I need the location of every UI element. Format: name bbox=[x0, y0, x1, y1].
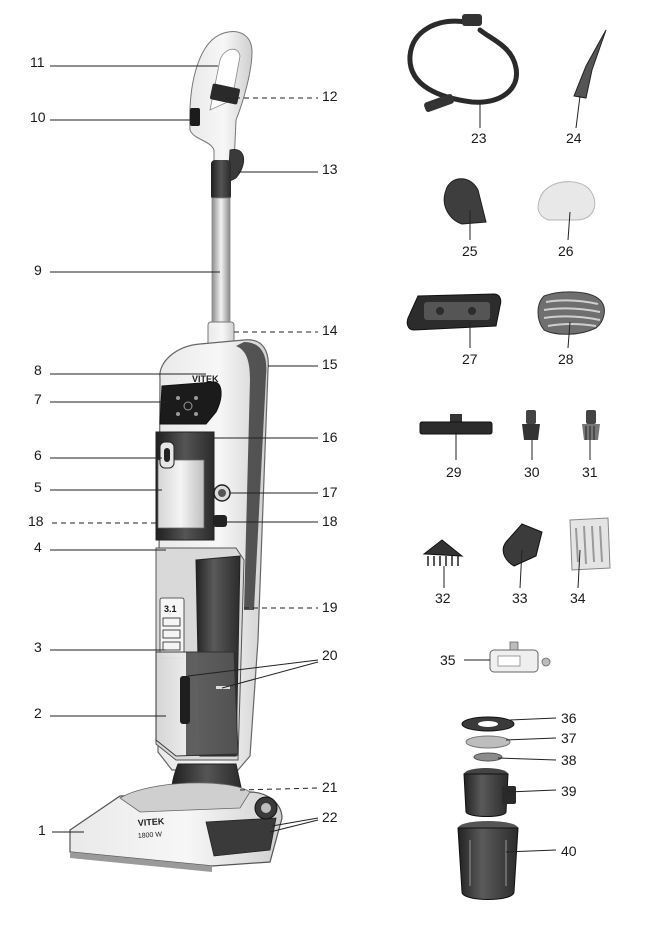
label-8: 8 bbox=[34, 362, 42, 378]
label-11: 11 bbox=[30, 54, 45, 70]
filter-discs bbox=[461, 716, 515, 762]
label-36: 36 bbox=[561, 710, 577, 726]
steam-hose bbox=[407, 14, 519, 112]
label-19: 19 bbox=[322, 599, 338, 615]
jet-nozzle bbox=[573, 29, 607, 99]
label-22: 22 bbox=[322, 809, 338, 825]
label-14: 14 bbox=[322, 322, 338, 338]
label-32: 32 bbox=[435, 590, 451, 606]
label-40: 40 bbox=[561, 843, 577, 859]
leader-lines bbox=[50, 65, 591, 853]
filter-holder bbox=[463, 768, 516, 817]
cloth-cover bbox=[537, 181, 596, 221]
label-12: 12 bbox=[322, 88, 338, 104]
label-38: 38 bbox=[561, 752, 577, 768]
label-25: 25 bbox=[462, 243, 478, 259]
label-35: 35 bbox=[440, 652, 456, 668]
label-17: 17 bbox=[322, 484, 338, 500]
filter-bag bbox=[569, 517, 611, 571]
latch-button bbox=[213, 515, 227, 527]
label-23: 23 bbox=[471, 130, 487, 146]
display-readout: 3.1 bbox=[164, 604, 177, 614]
water-tank bbox=[157, 459, 205, 529]
label-24: 24 bbox=[566, 130, 582, 146]
label-27: 27 bbox=[462, 351, 478, 367]
dust-container bbox=[457, 821, 519, 900]
label-3: 3 bbox=[34, 639, 42, 655]
label-26: 26 bbox=[558, 243, 574, 259]
label-28: 28 bbox=[558, 351, 574, 367]
label-34: 34 bbox=[570, 590, 586, 606]
label-29: 29 bbox=[446, 464, 462, 480]
steam-mop-illustration: VITEK 3.1 VITEK 1800 W bbox=[69, 31, 283, 872]
label-5: 5 bbox=[34, 479, 42, 495]
label-18-left: 18 bbox=[28, 513, 44, 529]
label-18: 18 bbox=[322, 513, 338, 529]
label-16: 16 bbox=[322, 429, 338, 445]
label-9: 9 bbox=[34, 262, 42, 278]
label-10: 10 bbox=[30, 109, 46, 125]
cord-hook bbox=[227, 149, 244, 183]
label-37: 37 bbox=[561, 730, 577, 746]
base-brand-text: VITEK bbox=[137, 816, 165, 828]
body-brand-text: VITEK bbox=[192, 374, 219, 384]
handle bbox=[189, 31, 253, 200]
label-20: 20 bbox=[322, 647, 338, 663]
water-filter-cartridge bbox=[489, 641, 551, 673]
label-30: 30 bbox=[524, 464, 540, 480]
flat-brush bbox=[419, 414, 493, 435]
label-7: 7 bbox=[34, 391, 42, 407]
label-31: 31 bbox=[582, 464, 598, 480]
scraper-attachment bbox=[502, 523, 543, 567]
label-13: 13 bbox=[322, 161, 338, 177]
label-15: 15 bbox=[322, 356, 338, 372]
label-2: 2 bbox=[34, 705, 42, 721]
label-6: 6 bbox=[34, 447, 42, 463]
part-labels: 11 10 12 13 9 14 15 8 7 16 6 5 17 18 18 … bbox=[28, 54, 598, 859]
label-21: 21 bbox=[322, 779, 338, 795]
dirt-tank-handle bbox=[180, 676, 190, 724]
mop-frame bbox=[406, 293, 502, 331]
handle-pipe bbox=[211, 197, 231, 325]
steam-trigger bbox=[190, 108, 200, 126]
label-39: 39 bbox=[561, 783, 577, 799]
label-4: 4 bbox=[34, 539, 42, 555]
label-33: 33 bbox=[512, 590, 528, 606]
comb-attachment bbox=[422, 539, 464, 566]
nylon-brush bbox=[582, 410, 600, 440]
microfiber-pad bbox=[537, 291, 605, 335]
base-power-text: 1800 W bbox=[138, 831, 163, 840]
triangular-brush-cover bbox=[443, 178, 487, 225]
label-1: 1 bbox=[38, 822, 46, 838]
rear-base-module bbox=[205, 817, 277, 857]
round-brush bbox=[522, 410, 540, 440]
